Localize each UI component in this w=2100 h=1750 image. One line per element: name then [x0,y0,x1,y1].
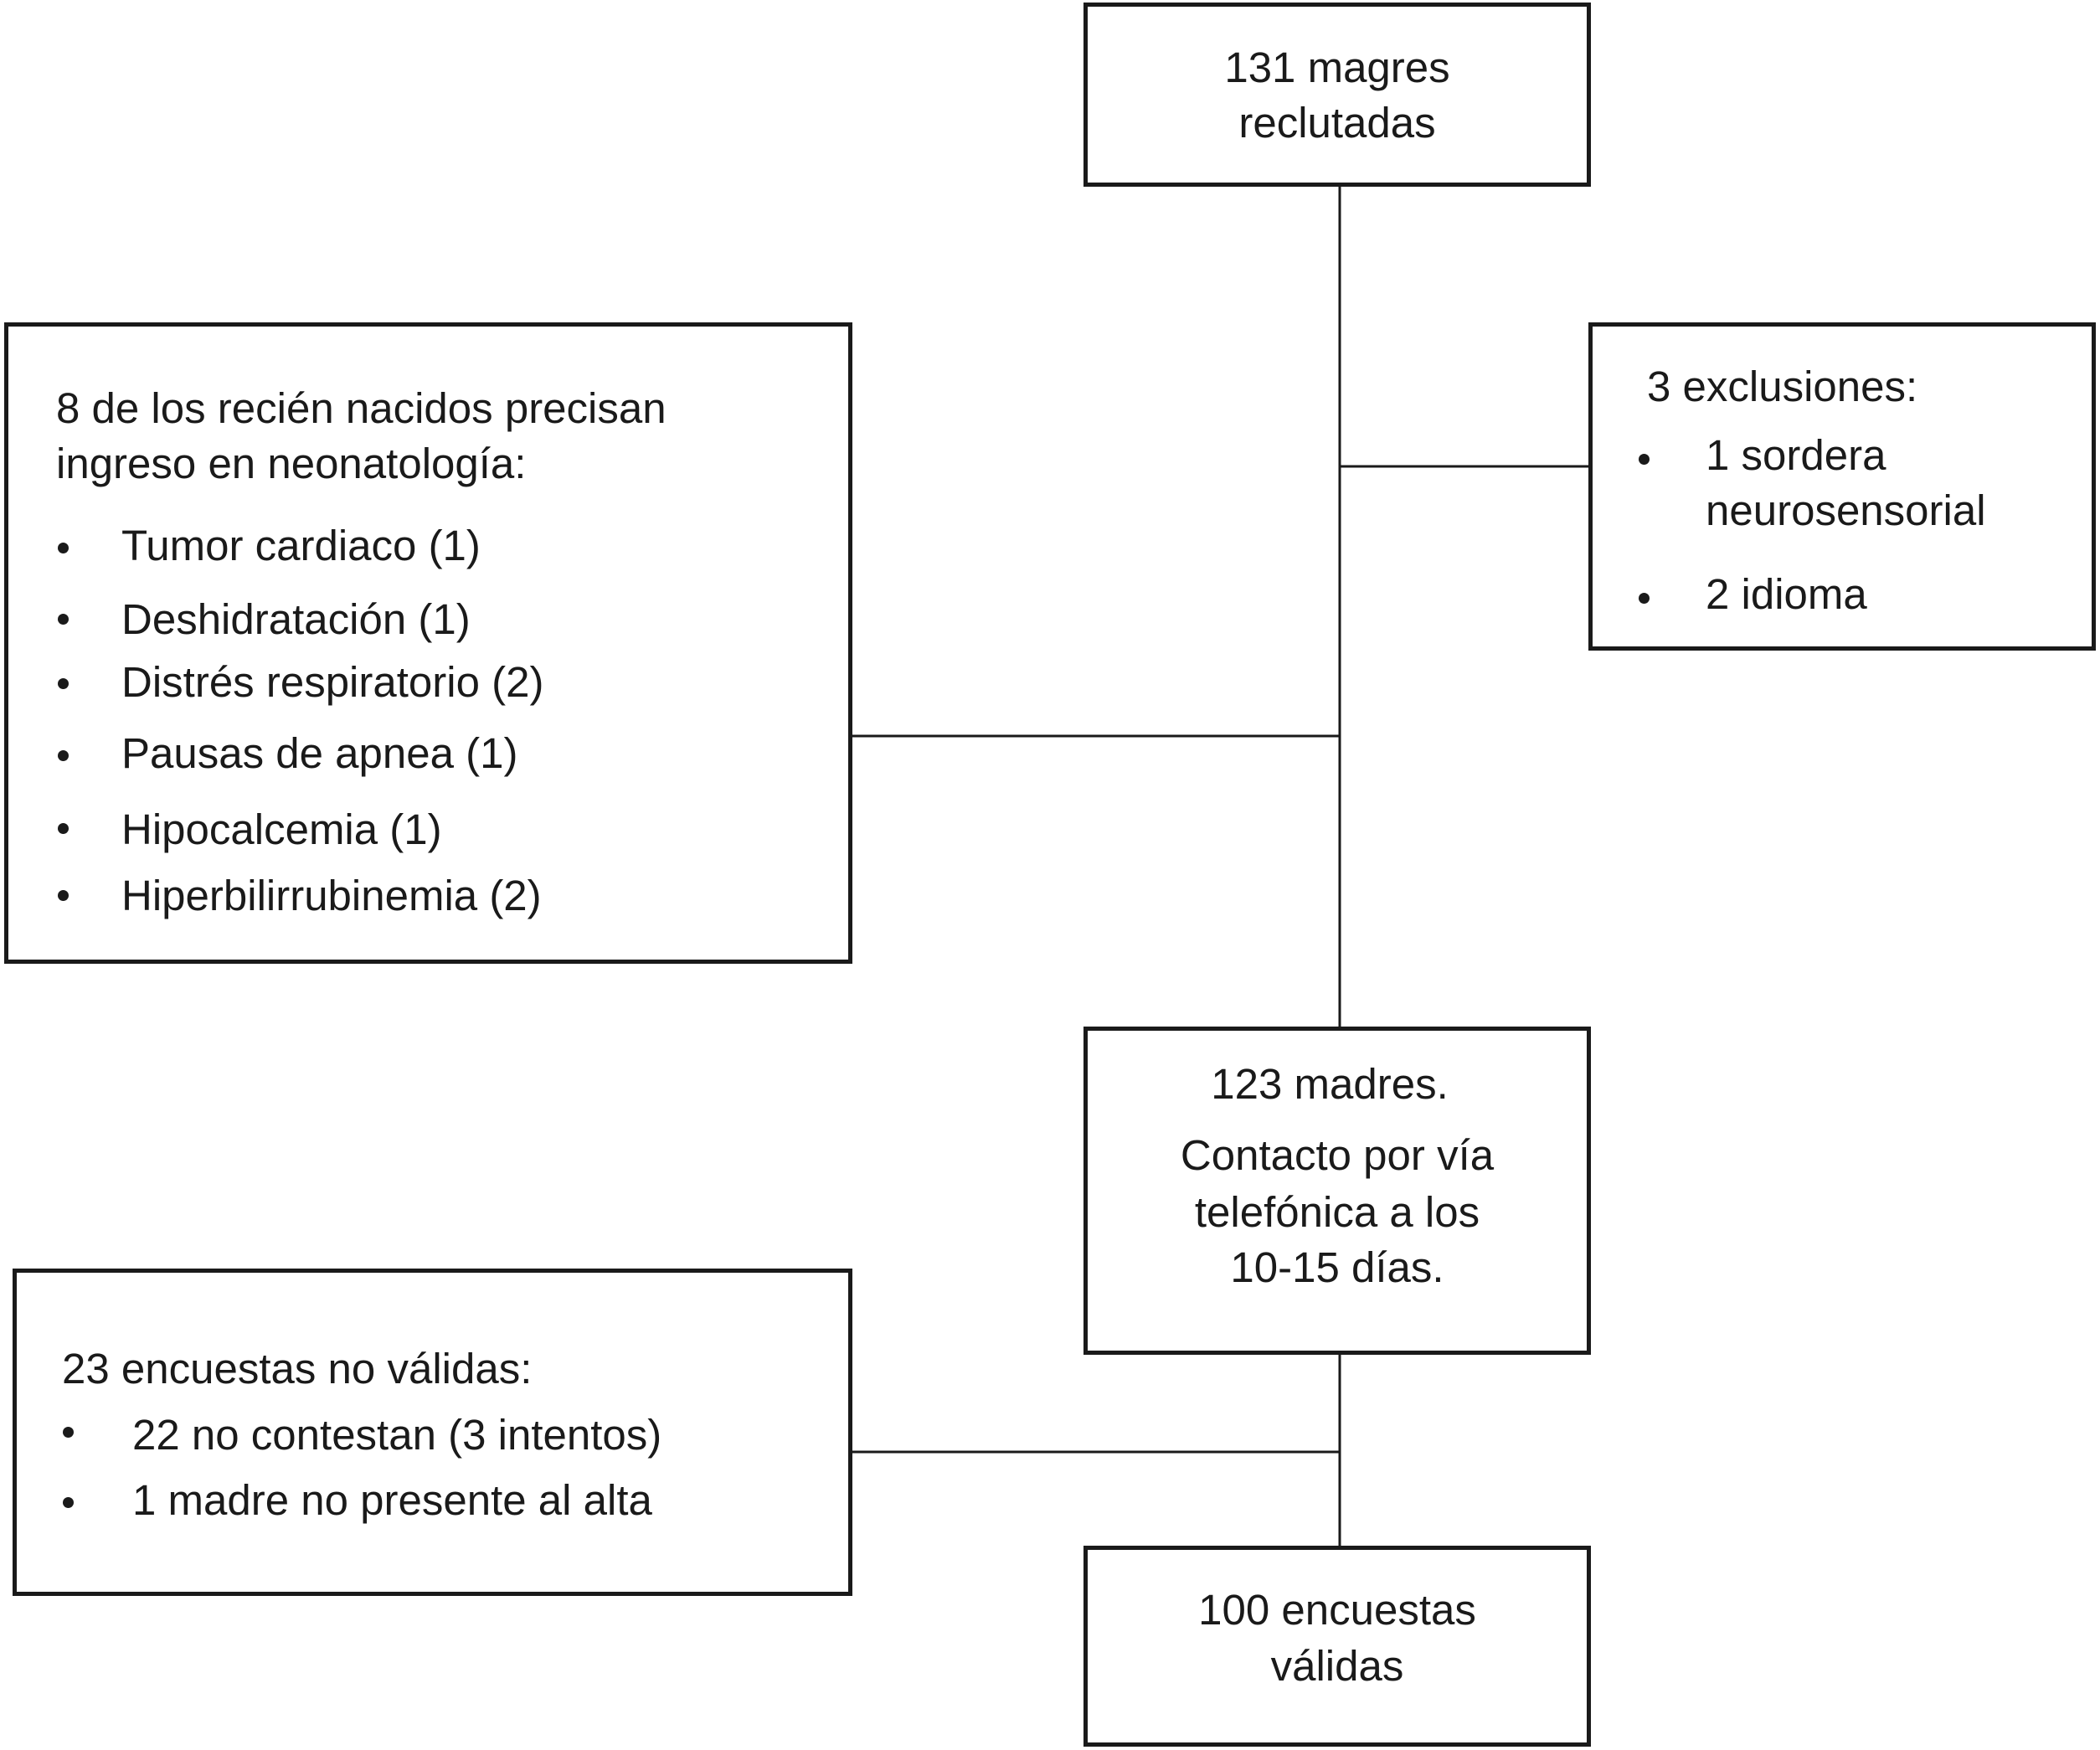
valid-line-2: válidas [1270,1642,1404,1690]
recruited-line-2: reclutadas [1238,99,1436,147]
neonatology-bullet-5 [58,823,69,834]
mothers-contacted-box: 123 madres. Contacto por vía telefónica … [1083,1027,1591,1355]
valid-surveys-box: 100 encuestas válidas [1083,1546,1591,1747]
exclusion-item-1-line-1: 1 sordera [1706,431,1886,479]
neonatology-item-1: Tumor cardiaco (1) [121,522,481,569]
neonatology-bullet-6 [58,890,69,901]
neonatology-bullet-4 [58,750,69,761]
neonatology-item-4: Pausas de apnea (1) [121,729,518,777]
exclusions-box: 3 exclusiones: 1 sordera neurosensorial … [1588,322,2096,651]
mothers-line-1: 123 madres. [1211,1060,1449,1108]
neonatology-title-line-2: ingreso en neonatología: [56,440,527,487]
mothers-line-4: 10-15 días. [1230,1243,1444,1291]
invalid-surveys-box: 23 encuestas no válidas: 22 no contestan… [13,1269,852,1596]
exclusions-title: 3 exclusiones: [1647,363,1918,410]
neonatology-item-6: Hiperbilirrubinemia (2) [121,872,542,919]
exclusion-bullet-1 [1639,454,1650,465]
invalid-bullet-2 [63,1497,74,1508]
neonatology-bullet-1 [58,543,69,553]
invalid-bullet-1 [63,1427,74,1438]
neonatology-item-3: Distrés respiratorio (2) [121,658,544,706]
valid-line-1: 100 encuestas [1198,1586,1476,1634]
exclusion-bullet-2 [1639,593,1650,604]
invalid-item-1: 22 no contestan (3 intentos) [132,1411,662,1459]
recruited-line-1: 131 magres [1224,44,1450,91]
mothers-line-2: Contacto por vía [1180,1131,1495,1179]
invalid-item-2: 1 madre no presente al alta [132,1476,652,1524]
neonatology-bullet-2 [58,614,69,625]
neonatology-bullet-3 [58,678,69,689]
neonatology-item-5: Hipocalcemia (1) [121,806,442,853]
neonatology-box: 8 de los recién nacidos precisan ingreso… [4,322,852,964]
exclusion-item-2: 2 idioma [1706,570,1867,618]
recruited-mothers-box: 131 magres reclutadas [1083,3,1591,187]
mothers-line-3: telefónica a los [1194,1188,1480,1236]
neonatology-title-line-1: 8 de los recién nacidos precisan [56,384,667,432]
exclusion-item-1-line-2: neurosensorial [1706,486,1986,534]
invalid-surveys-title: 23 encuestas no válidas: [62,1345,533,1392]
neonatology-item-2: Deshidratación (1) [121,595,471,643]
